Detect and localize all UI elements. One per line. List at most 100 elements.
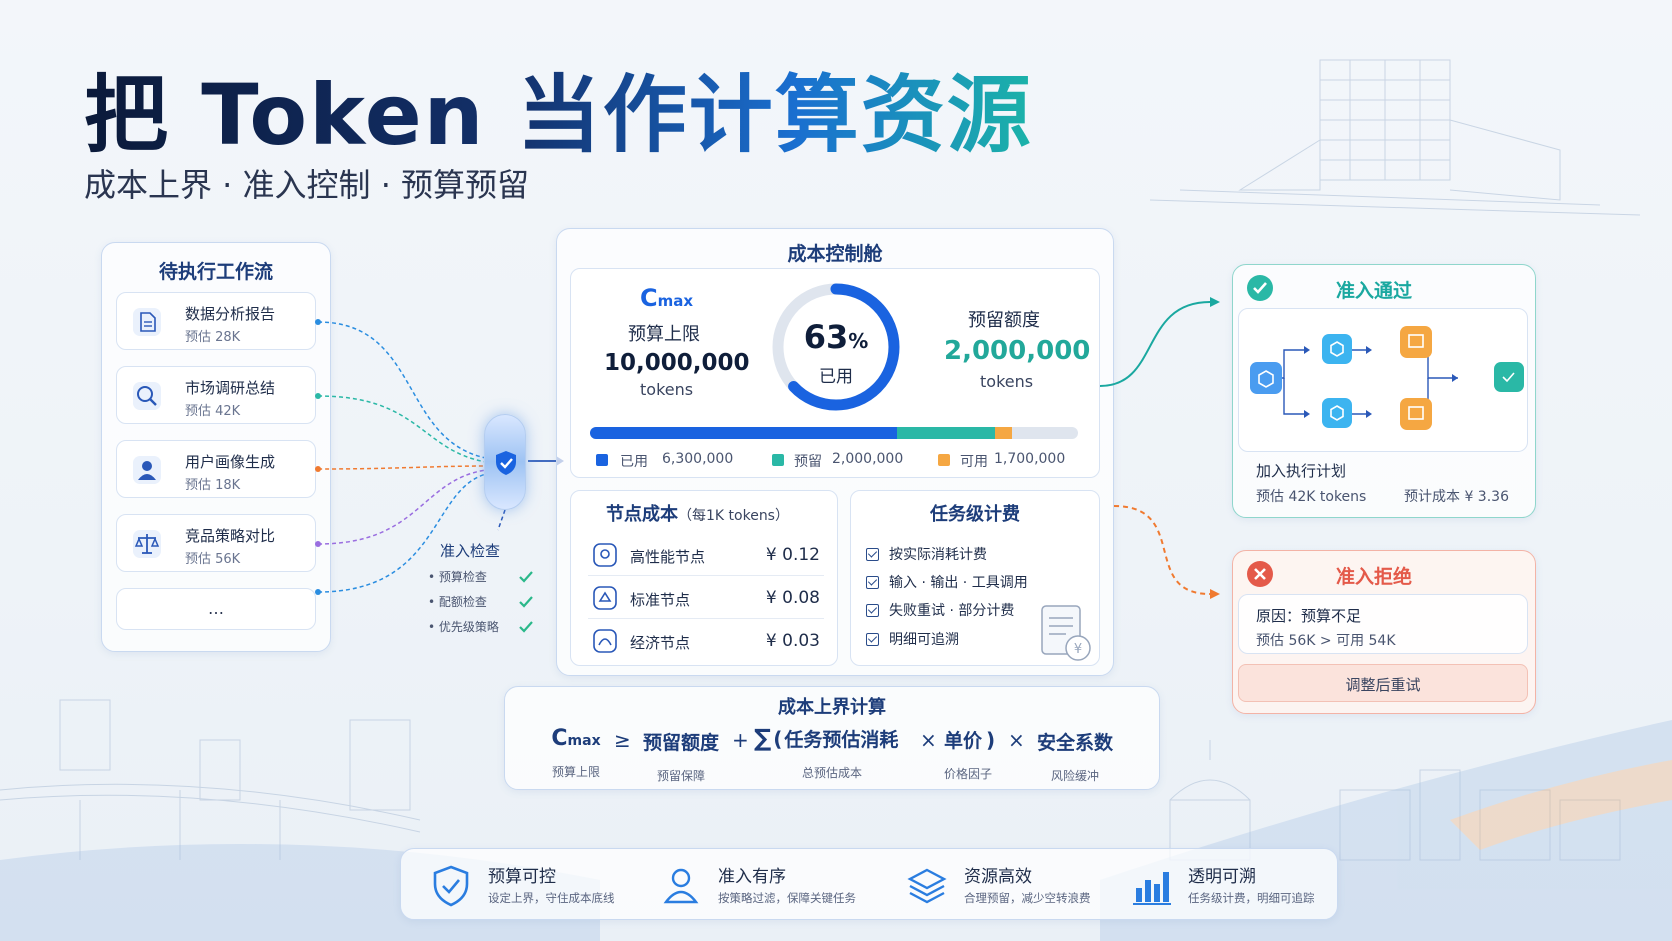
feature-desc: 按策略过滤，保障关键任务 (718, 891, 856, 905)
legend-reserved-value: 2,000,000 (832, 451, 904, 467)
formula-reserve: 预留额度 预留保障 (636, 728, 726, 784)
admission-gate (484, 414, 526, 510)
node-name: 经济节点 (630, 634, 691, 652)
formula-times: × (1008, 728, 1025, 752)
feature-bar (400, 848, 1338, 920)
feature-title: 预算可控 (488, 867, 556, 887)
node-name: 标准节点 (630, 591, 691, 609)
page-title: 把 Token 当作计算资源 (84, 48, 1033, 169)
formula-safety: 安全系数 风险缓冲 (1030, 728, 1120, 784)
check-mark-icon (519, 621, 533, 633)
checkbox-icon (866, 576, 879, 589)
reject-reason: 原因：预算不足 (1256, 605, 1361, 626)
task-billing-item-text: 失败重试 · 部分计费 (889, 603, 1015, 619)
budget-summary-panel (570, 268, 1100, 478)
svg-text:¥: ¥ (1074, 642, 1082, 657)
gauge-percent-sign: % (848, 329, 869, 353)
node-cost-panel (570, 490, 838, 666)
page-subtitle: 成本上界 · 准入控制 · 预算预留 (84, 166, 530, 204)
node-cost-row: 标准节点 ¥ 0.08 (588, 579, 824, 619)
user-icon (663, 868, 699, 904)
task-billing-item-text: 明细可追溯 (889, 632, 959, 648)
task-billing-item: 按实际消耗计费 (866, 544, 987, 564)
task-billing-item-text: 输入 · 输出 · 工具调用 (889, 575, 1028, 591)
execution-plan-flow (1250, 326, 1524, 430)
bar-chart-icon (1133, 872, 1171, 905)
checkbox-icon (866, 604, 879, 617)
cmax-symbol: Cmax (640, 284, 693, 312)
gauge-label: 已用 (819, 367, 853, 387)
reject-detail: 预估 56K > 可用 54K (1256, 633, 1396, 649)
reject-reason-box (1238, 594, 1528, 654)
workflow-title: 待执行工作流 (158, 261, 273, 283)
economy-node-icon (593, 629, 617, 653)
node-price: ¥ 0.08 (765, 588, 820, 608)
feature-desc: 任务级计费，明细可追踪 (1188, 891, 1315, 905)
formula-unit-price-caption: 价格因子 (944, 767, 993, 781)
checkbox-icon (866, 633, 879, 646)
workflow-item[interactable]: 市场调研总结 预估 42K (116, 366, 316, 424)
budget-bar (590, 427, 1078, 439)
feature-desc: 设定上界，守住成本底线 (488, 891, 615, 905)
workflow-item-name: 数据分析报告 (185, 305, 276, 323)
execution-plan-diagram (1238, 308, 1528, 452)
workflow-item[interactable]: 竞品策略对比 预估 56K (116, 514, 316, 572)
node-cost-row: 经济节点 ¥ 0.03 (588, 622, 824, 662)
workflow-item-estimate: 预估 18K (185, 478, 241, 493)
budget-bar-available (995, 427, 1012, 439)
formula-cmax-subscript: max (567, 733, 601, 749)
formula-cmax: Cmax 预算上限 (546, 726, 606, 780)
scale-icon (133, 530, 161, 558)
workflow-more-item[interactable]: … (116, 588, 316, 630)
shield-check-icon (496, 451, 516, 475)
legend-used-swatch (596, 454, 608, 466)
formula-safety-text: 安全系数 (1036, 732, 1113, 754)
legend-available-value: 1,700,000 (994, 451, 1066, 467)
budget-bar-used (590, 427, 898, 439)
formula-reserve-text: 预留额度 (642, 732, 719, 754)
gauge-percent-value: 63 (803, 318, 849, 356)
formula-task-estimate: 任务预估消耗 (784, 729, 899, 751)
formula-safety-caption: 风险缓冲 (1050, 769, 1099, 783)
admission-check-title: 准入检查 (440, 542, 501, 560)
retry-button[interactable]: 调整后重试 (1238, 664, 1528, 702)
task-billing-item: 输入 · 输出 · 工具调用 (866, 572, 1028, 592)
workflow-item-estimate: 预估 42K (185, 404, 241, 419)
retry-button-label: 调整后重试 (1345, 676, 1421, 694)
legend-available-swatch (938, 454, 950, 466)
legend-used-label: 已用 (620, 454, 648, 470)
search-icon (133, 382, 161, 410)
usage-gauge-arc (772, 283, 900, 411)
close-circle-icon (1247, 561, 1273, 587)
reserve-unit: tokens (980, 372, 1034, 391)
feature-title: 透明可溯 (1188, 867, 1256, 887)
formula-sum-caption: 总预估成本 (802, 766, 863, 780)
invoice-icon: ¥ (1041, 605, 1091, 661)
node-price: ¥ 0.12 (765, 545, 820, 565)
task-billing-item-text: 按实际消耗计费 (889, 547, 987, 563)
standard-node-icon (593, 586, 617, 610)
formula-close-paren: ) (986, 728, 996, 752)
workflow-more-label: … (208, 599, 224, 618)
formula-reserve-caption: 预留保障 (656, 769, 705, 783)
task-billing-item: 失败重试 · 部分计费 (866, 600, 1014, 620)
admission-check-item: • 配额检查 (428, 595, 487, 609)
node-cost-title-note: （每1K tokens） (678, 508, 789, 524)
formula-title: 成本上界计算 (778, 697, 886, 718)
node-price: ¥ 0.03 (765, 631, 820, 651)
node-cost-title-text: 节点成本 (606, 504, 678, 525)
budget-label: 预算上限 (628, 324, 700, 345)
cmax-letter: C (640, 284, 658, 312)
formula-sum-symbol: ∑ (754, 724, 772, 752)
node-cost-title: 节点成本（每1K tokens） (606, 500, 789, 526)
document-icon (133, 308, 161, 336)
feature-desc: 合理预留，减少空转浪费 (964, 891, 1091, 905)
admission-reject-title: 准入拒绝 (1336, 566, 1413, 588)
gauge-percent: 63% (770, 318, 902, 356)
high-performance-node-icon (593, 543, 617, 567)
budget-bar-reserved (897, 427, 996, 439)
workflow-item-estimate: 预估 28K (185, 330, 241, 345)
legend-available-label: 可用 (960, 454, 988, 470)
execution-plan-estimate: 预估 42K tokens (1256, 489, 1367, 505)
